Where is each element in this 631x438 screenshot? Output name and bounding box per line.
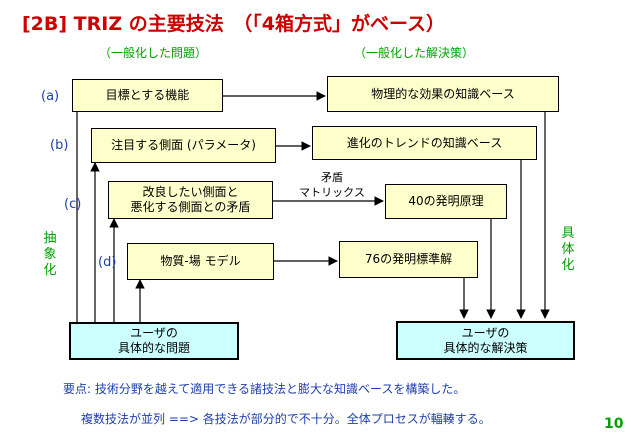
problem-text-contradiction: 改良したい側面と 悪化する側面との矛盾 xyxy=(130,185,251,214)
solution-text-76-standards: 76の発明標準解 xyxy=(364,252,453,266)
solution-box-evolution-trends: 進化のトレンドの知識ベース xyxy=(312,126,537,160)
subtitle-left: （一般化した問題） xyxy=(99,46,208,60)
user-problem-text: ユーザの 具体的な問題 xyxy=(117,326,190,355)
row-label-a: (a) xyxy=(41,89,60,104)
solution-text-40-principles: 40の発明原理 xyxy=(408,194,484,208)
page-number: 10 xyxy=(604,416,624,432)
row-label-c: (c) xyxy=(64,197,82,212)
contradiction-matrix-label: 矛盾 マトリックス xyxy=(299,171,365,199)
problem-box-function: 目標とする機能 xyxy=(72,79,223,112)
concretization-label: 具体化 xyxy=(561,226,575,273)
solution-text-physical-effects: 物理的な効果の知識ベース xyxy=(371,86,515,101)
user-problem-box: ユーザの 具体的な問題 xyxy=(69,322,239,360)
solution-text-evolution-trends: 進化のトレンドの知識ベース xyxy=(346,135,503,150)
problem-box-contradiction: 改良したい側面と 悪化する側面との矛盾 xyxy=(108,181,273,219)
subtitle-right: （一般化した解決策） xyxy=(354,46,475,60)
user-solution-box: ユーザの 具体的な解決策 xyxy=(396,321,575,360)
solution-box-76-standards: 76の発明標準解 xyxy=(339,241,478,278)
problem-box-parameter: 注目する側面 (パラメータ) xyxy=(91,128,276,163)
note-parallel-methods: 複数技法が並列 ==> 各技法が部分的で不十分。全体プロセスが輻輳する。 xyxy=(81,412,491,426)
page-title: [2B] TRIZ の主要技法 （「4箱方式」がベース） xyxy=(22,13,446,35)
user-solution-text: ユーザの 具体的な解決策 xyxy=(443,325,528,355)
row-label-d: (d) xyxy=(98,255,117,270)
solution-box-physical-effects: 物理的な効果の知識ベース xyxy=(327,76,559,112)
problem-text-function: 目標とする機能 xyxy=(105,88,190,102)
problem-text-substance-field: 物質-場 モデル xyxy=(160,254,241,268)
solution-box-40-principles: 40の発明原理 xyxy=(385,184,507,219)
row-label-b: (b) xyxy=(50,138,69,153)
problem-box-substance-field: 物質-場 モデル xyxy=(127,243,274,280)
note-key-point: 要点: 技術分野を越えて適用できる諸技法と膨大な知識ベースを構築した。 xyxy=(63,382,466,396)
abstraction-label: 抽象化 xyxy=(43,231,57,278)
problem-text-parameter: 注目する側面 (パラメータ) xyxy=(111,138,256,152)
